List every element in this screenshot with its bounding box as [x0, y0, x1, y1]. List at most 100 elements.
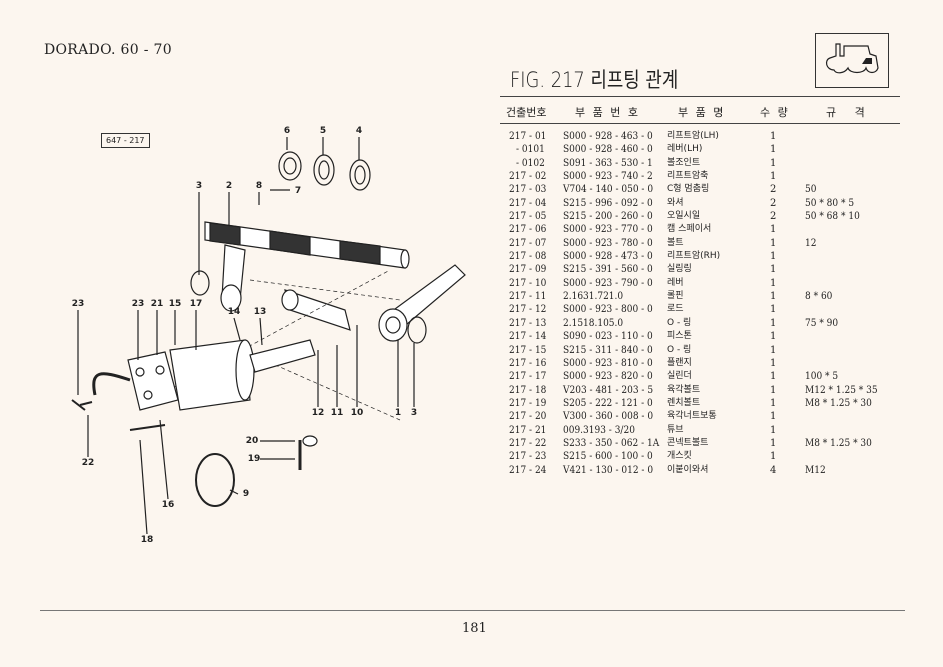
- callout-number: 6: [283, 126, 291, 136]
- spec: 50 * 68 * 10: [805, 211, 860, 223]
- callout-number: 3: [410, 408, 418, 418]
- table-top-rule: [500, 96, 900, 97]
- col-header-spec: 규 격: [826, 106, 867, 119]
- part-no: V300 - 360 - 008 - 0: [563, 411, 654, 423]
- spec: M12 * 1.25 * 35: [805, 384, 878, 396]
- model-title: DORADO. 60 - 70: [44, 42, 172, 58]
- callout-number: 15: [168, 299, 182, 309]
- part-no: S215 - 311 - 840 - 0: [563, 344, 653, 356]
- quantity: 1: [770, 411, 777, 423]
- ref-no: 217 - 07: [509, 237, 547, 249]
- quantity: 1: [770, 277, 777, 289]
- figure-reference-box: 647 - 217: [101, 133, 150, 148]
- part-no: S000 - 923 - 770 - 0: [563, 224, 653, 236]
- col-header-part-no: 부 품 번 호: [575, 106, 640, 119]
- quantity: 1: [770, 424, 777, 436]
- oil-seal-part: [313, 154, 335, 186]
- part-no: 009.3193 - 3/20: [563, 424, 635, 436]
- callout-number: 3: [195, 181, 203, 191]
- ref-no: 217 - 05: [509, 211, 547, 223]
- callout-number: 23: [131, 299, 145, 309]
- part-name: 오일시일: [667, 211, 701, 222]
- callout-number: 18: [140, 535, 154, 545]
- part-name: 렌치볼트: [667, 397, 701, 408]
- piston-rod-part: [249, 339, 316, 373]
- quantity: 2: [770, 184, 777, 196]
- ref-no: 217 - 13: [509, 317, 547, 329]
- part-no: S000 - 928 - 473 - 0: [563, 251, 653, 263]
- ref-no: 217 - 14: [509, 331, 547, 343]
- part-no: S000 - 928 - 463 - 0: [563, 131, 653, 142]
- part-name: 롤핀: [667, 291, 684, 302]
- ref-no: 217 - 23: [509, 451, 547, 463]
- quantity: 1: [770, 264, 777, 276]
- part-name: 튜브: [667, 424, 684, 435]
- part-name: 캠 스페이서: [667, 224, 712, 235]
- part-no: S205 - 222 - 121 - 0: [563, 397, 653, 409]
- spec: M8 * 1.25 * 30: [805, 397, 872, 409]
- ref-no: 217 - 19: [509, 397, 547, 409]
- part-name: 레버(LH): [667, 144, 703, 155]
- part-no: S000 - 923 - 740 - 2: [563, 171, 653, 183]
- cam-spacer-part: [278, 151, 302, 181]
- col-header-ref: 건출번호: [506, 106, 547, 119]
- callout-number: 21: [150, 299, 164, 309]
- callout-number: 12: [311, 408, 325, 418]
- part-name: C형 멈춤링: [667, 184, 710, 195]
- col-header-qty: 수 량: [760, 106, 790, 119]
- quantity: 1: [770, 251, 777, 263]
- gasket-part: [195, 453, 235, 507]
- page-number: 181: [462, 621, 487, 636]
- part-no: V421 - 130 - 012 - 0: [563, 464, 654, 476]
- part-name: 볼조인트: [667, 157, 701, 168]
- part-no: S000 - 923 - 820 - 0: [563, 371, 653, 383]
- quantity: 1: [770, 237, 777, 249]
- part-name: 플랜지: [667, 357, 692, 368]
- part-name: O - 링: [667, 317, 692, 328]
- quantity: 1: [770, 451, 777, 463]
- spec: M8 * 1.25 * 30: [805, 437, 872, 449]
- callout-number: 10: [350, 408, 364, 418]
- ref-no: 217 - 04: [509, 197, 547, 209]
- quantity: 1: [770, 317, 777, 329]
- spec: 75 * 90: [805, 317, 839, 329]
- quantity: 1: [770, 144, 777, 156]
- ref-no: 217 - 06: [509, 224, 547, 236]
- part-no: 2.1518.105.0: [563, 317, 624, 329]
- part-name: 로드: [667, 304, 684, 315]
- spec: 50: [805, 184, 817, 196]
- table-row: 217 - 21 009.3193 - 3/20 튜브 1: [500, 424, 900, 437]
- quantity: 4: [770, 464, 777, 476]
- footer-rule: [40, 610, 905, 611]
- part-name: 볼트: [667, 237, 684, 248]
- ref-no: 217 - 17: [509, 371, 547, 383]
- ref-no: 217 - 02: [509, 171, 547, 183]
- part-name: O - 링: [667, 344, 692, 355]
- callout-number: 23: [71, 299, 85, 309]
- part-name: 실린더: [667, 371, 692, 382]
- part-no: S215 - 600 - 100 - 0: [563, 451, 653, 463]
- quantity: 1: [770, 304, 777, 316]
- table-header-rule: [500, 123, 900, 124]
- quantity: 1: [770, 157, 777, 169]
- part-no: S215 - 391 - 560 - 0: [563, 264, 653, 276]
- quantity: 1: [770, 331, 777, 343]
- part-name: 개스킷: [667, 451, 692, 462]
- table-row: 217 - 13 2.1518.105.0 O - 링 1 75 * 90: [500, 317, 900, 330]
- ref-no: 217 - 20: [509, 411, 547, 423]
- ref-no: 217 - 21: [509, 424, 547, 436]
